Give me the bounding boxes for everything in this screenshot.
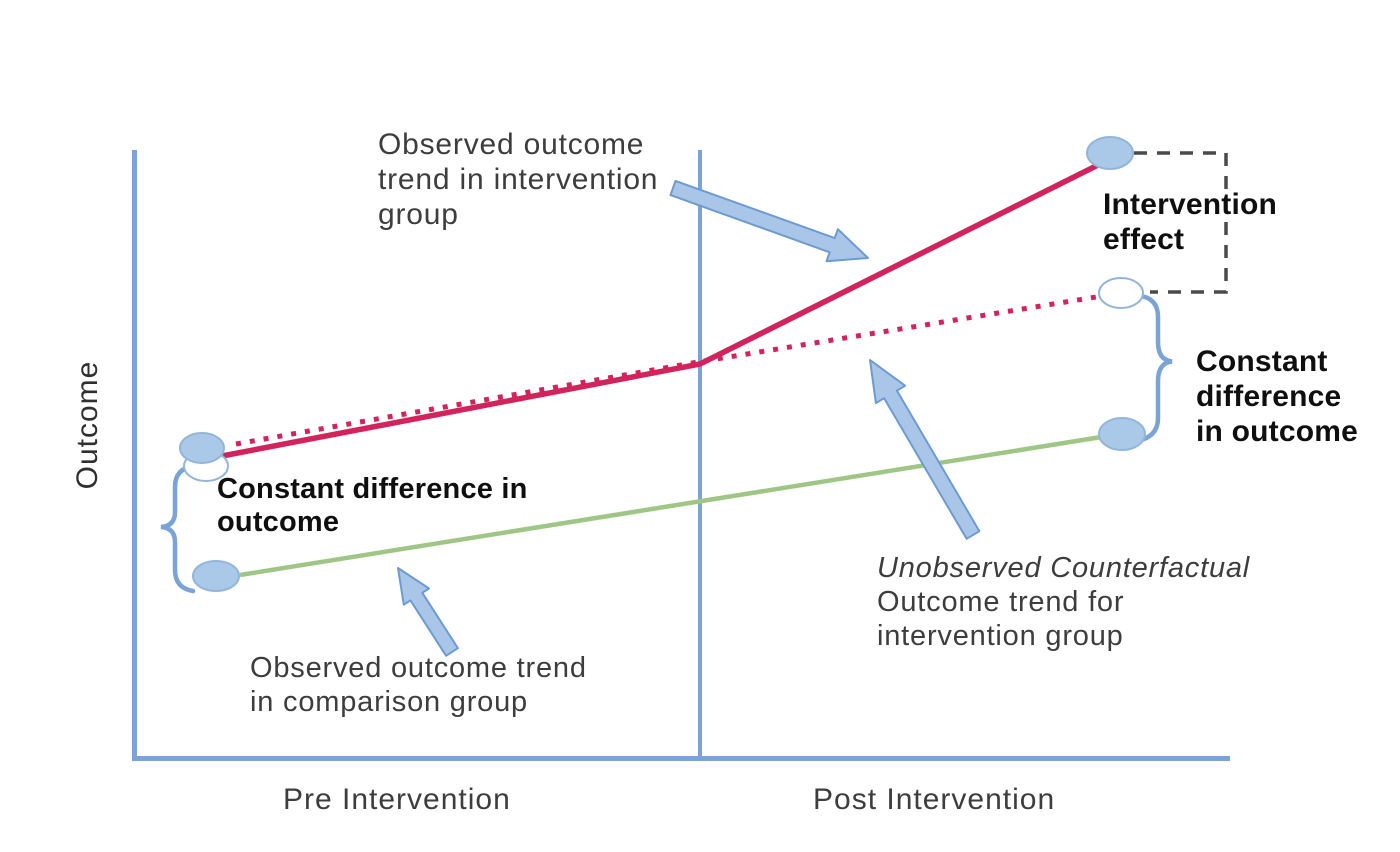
label-line-italic: Unobserved Counterfactual: [877, 552, 1251, 584]
label-line: Outcome trend for: [877, 586, 1125, 618]
label-line: in comparison group: [250, 686, 528, 718]
label-line: outcome: [217, 506, 340, 538]
label-observed-comparison-trend: Observed outcome trend in comparison gro…: [250, 651, 587, 719]
label-line: trend in intervention: [378, 163, 659, 196]
y-axis-title: Outcome: [71, 360, 104, 490]
label-constant-difference-left: Constant difference in outcome: [217, 473, 528, 539]
arrow-to-counterfactual-trend: [869, 359, 981, 540]
label-line: in outcome: [1196, 415, 1359, 448]
label-line: group: [378, 198, 459, 231]
comparison-trend-line: [239, 431, 1121, 578]
marker-intervention-post: [1086, 136, 1134, 170]
label-line: difference: [1196, 380, 1342, 413]
label-line: Constant: [1196, 345, 1328, 378]
marker-counterfactual-post: [1098, 277, 1144, 309]
label-line: Observed outcome trend: [250, 652, 587, 684]
left-constant-difference-brace: [160, 463, 196, 594]
arrow-to-intervention-trend: [669, 179, 869, 263]
label-constant-difference-right: Constant difference in outcome: [1196, 344, 1358, 449]
label-unobserved-counterfactual: Unobserved Counterfactual Outcome trend …: [877, 551, 1250, 653]
x-tick-pre-intervention: Pre Intervention: [283, 783, 511, 816]
marker-comparison-post: [1098, 417, 1146, 451]
counterfactual-dotted-line-post: [703, 294, 1097, 364]
counterfactual-dotted-line-pre: [235, 359, 699, 447]
label-line: Constant difference in: [217, 473, 528, 505]
arrow-to-comparison-trend: [397, 567, 459, 657]
intervention-trend-line: [221, 158, 1108, 459]
label-line: Intervention: [1103, 188, 1278, 221]
label-line: effect: [1103, 223, 1185, 256]
intervention-effect-dashed-bracket: [1134, 151, 1228, 294]
label-observed-intervention-trend: Observed outcome trend in intervention g…: [378, 127, 658, 232]
label-line: Observed outcome: [378, 128, 645, 161]
x-tick-post-intervention: Post Intervention: [813, 783, 1056, 816]
label-intervention-effect: Intervention effect: [1103, 187, 1277, 257]
right-constant-difference-brace: [1134, 293, 1173, 444]
marker-comparison-pre: [192, 560, 240, 592]
label-line: intervention group: [877, 620, 1124, 652]
marker-intervention-pre: [179, 432, 225, 464]
